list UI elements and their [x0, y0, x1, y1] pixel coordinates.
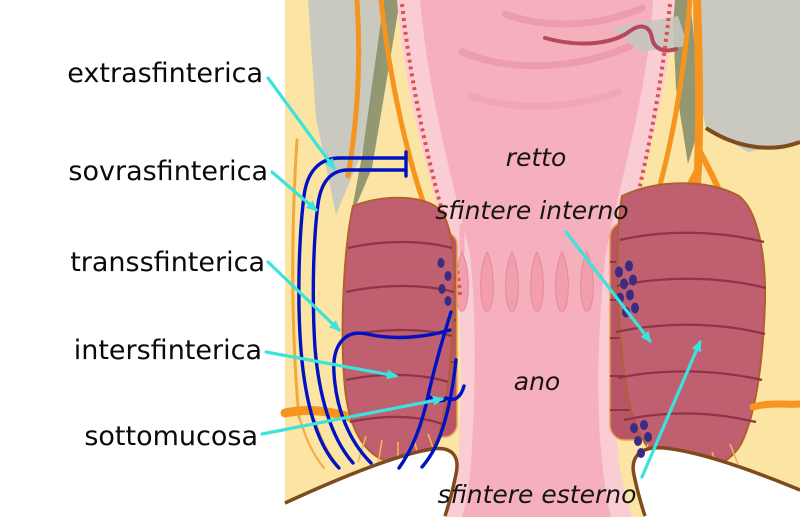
- pointer-sottomucosa: [260, 395, 444, 436]
- pointer-sovrasfinterica: [270, 170, 318, 212]
- mucosal-folds: [458, 4, 646, 110]
- fistula-tracts: [297, 150, 466, 470]
- pointer-intersfinterica: [264, 350, 398, 380]
- rectum-anal-canal: [378, 0, 693, 517]
- rectal-fold-edge: [543, 24, 678, 53]
- label-sovrasfinterica: sovrasfinterica: [68, 156, 268, 187]
- pointer-extrasfinterica: [266, 76, 336, 170]
- labels: extrasfinterica sovrasfinterica transsfi…: [67, 58, 636, 509]
- external-sphincter-right: [616, 182, 767, 472]
- pointer-sfintere-interno: [564, 230, 652, 343]
- label-sfintere-esterno: sfintere esterno: [438, 480, 637, 509]
- tract-suprasphincteric: [311, 168, 408, 465]
- label-intersfinterica: intersfinterica: [74, 335, 262, 366]
- perineal-skin: [284, 400, 800, 517]
- label-sottomucosa: sottomucosa: [84, 421, 258, 452]
- tract-extrasphincteric: [297, 156, 408, 470]
- label-retto: retto: [506, 143, 567, 172]
- pointer-sfintere-esterno: [640, 340, 702, 479]
- anal-column-streaks: [459, 223, 590, 255]
- tract-submucosal: [420, 358, 458, 469]
- external-sphincter: [341, 182, 767, 474]
- pointer-lines: [260, 76, 702, 479]
- label-ano: ano: [514, 367, 560, 396]
- label-sfintere-interno: sfintere interno: [435, 196, 628, 225]
- label-transsfinterica: transsfinterica: [70, 247, 265, 278]
- label-extrasfinterica: extrasfinterica: [67, 58, 263, 89]
- anal-columns: [455, 250, 594, 312]
- tract-transsphincteric: [332, 328, 452, 465]
- pointer-transsfinterica: [266, 260, 341, 332]
